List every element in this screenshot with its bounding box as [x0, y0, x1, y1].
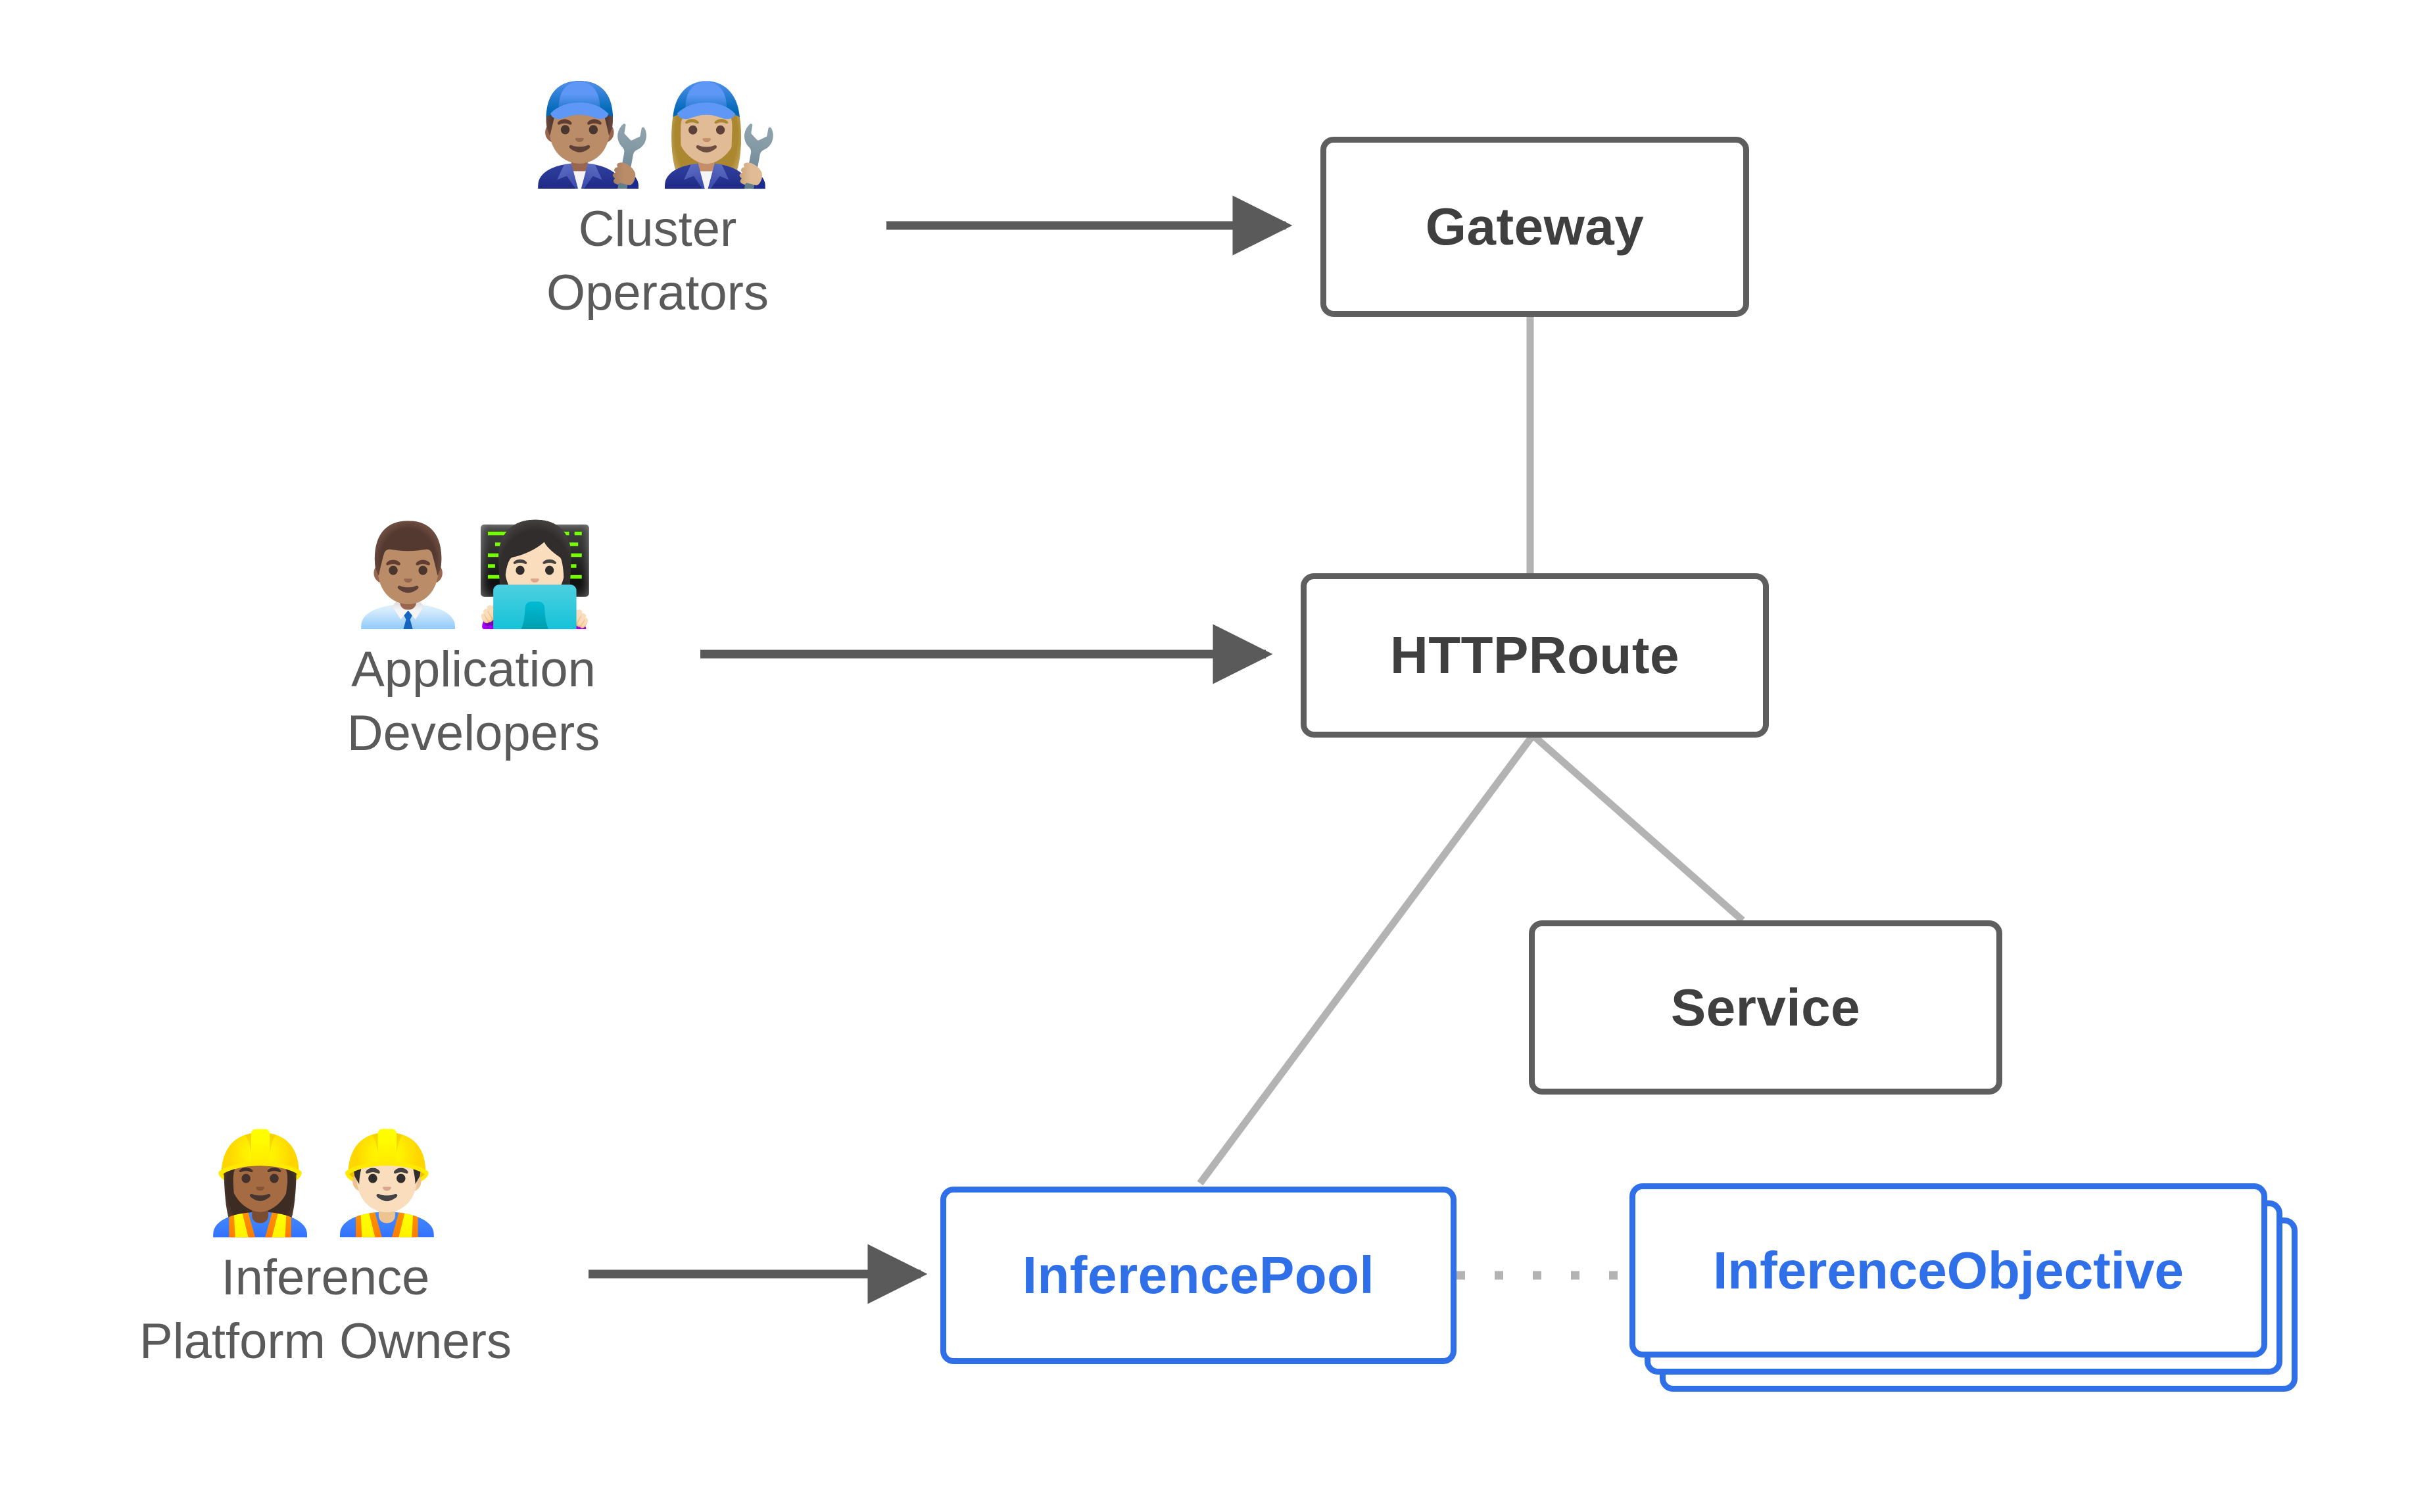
cluster-operators-icons: 👨🏽‍🔧👩🏼‍🔧: [531, 78, 784, 192]
node-inferenceobjective[interactable]: InferenceObjective: [1629, 1183, 2267, 1358]
node-inferenceobjective-label: InferenceObjective: [1713, 1240, 2184, 1300]
node-gateway[interactable]: Gateway: [1320, 137, 1749, 317]
persona-cluster-operators: 👨🏽‍🔧👩🏼‍🔧 Cluster Operators: [454, 85, 861, 325]
node-inferencepool-label: InferencePool: [1022, 1246, 1375, 1304]
edge-httproute-to-service: [1531, 733, 1745, 924]
edge-httproute-to-inferencepool: [1197, 734, 1535, 1186]
node-httproute-label: HTTPRoute: [1389, 626, 1679, 684]
persona-application-developers: 👨🏽‍💼👩🏻‍💻 Application Developers: [270, 526, 677, 766]
node-gateway-label: Gateway: [1425, 197, 1645, 256]
inference-platform-owners-icons: 👷🏾‍♀️👷🏻‍♂️: [199, 1126, 452, 1240]
node-inferencepool[interactable]: InferencePool: [940, 1187, 1457, 1364]
node-inferenceobjective-stack[interactable]: InferenceObjective: [1629, 1183, 2300, 1400]
node-httproute[interactable]: HTTPRoute: [1301, 573, 1769, 738]
node-service[interactable]: Service: [1529, 920, 2002, 1095]
node-service-label: Service: [1670, 978, 1861, 1037]
application-developers-icons: 👨🏽‍💼👩🏻‍💻: [347, 518, 600, 632]
inference-platform-owners-label: Inference Platform Owners: [139, 1250, 512, 1370]
persona-inference-platform-owners: 👷🏾‍♀️👷🏻‍♂️ Inference Platform Owners: [95, 1134, 556, 1374]
application-developers-label: Application Developers: [347, 642, 600, 762]
cluster-operators-label: Cluster Operators: [546, 201, 769, 321]
